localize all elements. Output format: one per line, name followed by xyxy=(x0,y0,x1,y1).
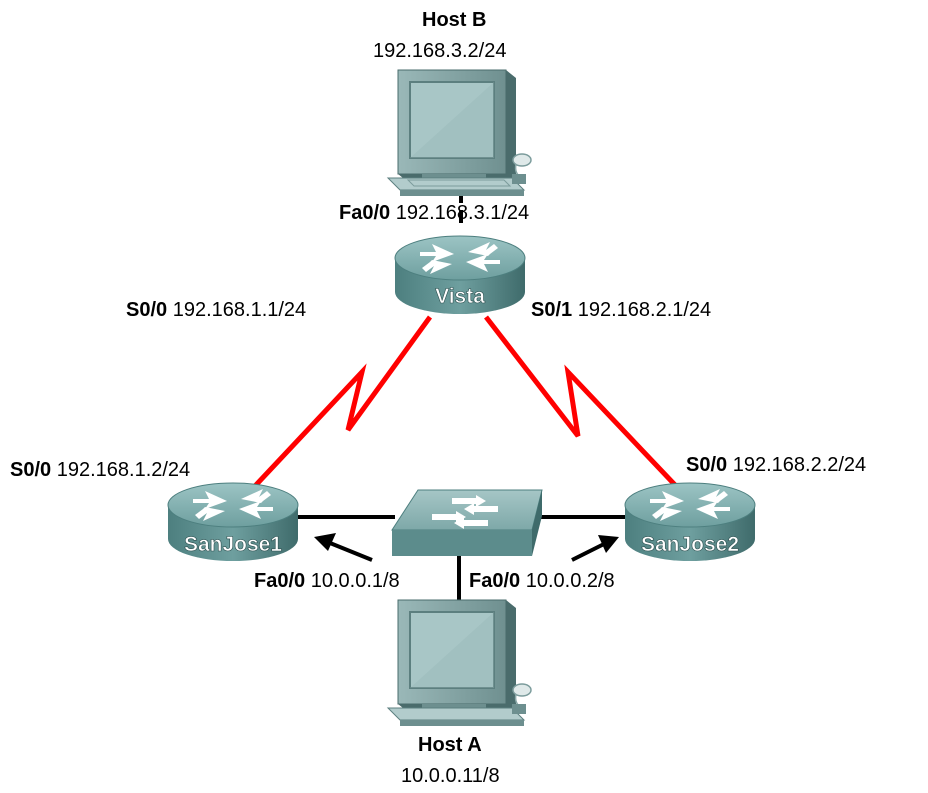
sanjose1-s00-label: S0/0 192.168.1.2/24 xyxy=(10,460,190,480)
host-a-ip: 10.0.0.11/8 xyxy=(401,765,500,787)
host-b-computer-icon xyxy=(386,69,532,196)
router-sanjose1-label: SanJose1 xyxy=(184,533,282,556)
sanjose1-s00-iface: S0/0 xyxy=(10,459,52,481)
router-vista-label: Vista xyxy=(435,285,485,308)
serial-link-vista-sanjose2 xyxy=(484,315,678,488)
serial-links xyxy=(253,315,678,488)
router-vista-icon: Vista xyxy=(394,235,526,314)
vista-s00-iface: S0/0 xyxy=(126,299,168,321)
serial-link-vista-sanjose1 xyxy=(253,315,433,488)
sanjose2-fa0-iface: Fa0/0 xyxy=(469,570,521,592)
vista-fa0-label: Fa0/0 192.168.3.1/24 xyxy=(339,203,529,223)
arrow-fa0-sanjose1 xyxy=(314,533,373,562)
host-a-name: Host A xyxy=(418,734,482,756)
sanjose1-fa0-iface: Fa0/0 xyxy=(254,570,306,592)
vista-s00-label: S0/0 192.168.1.1/24 xyxy=(126,300,306,320)
router-sanjose1-icon: SanJose1 xyxy=(167,482,299,561)
vista-s01-label: S0/1 192.168.2.1/24 xyxy=(531,300,711,320)
sanjose2-s00-iface: S0/0 xyxy=(686,454,728,476)
sanjose2-fa0-label: Fa0/0 10.0.0.2/8 xyxy=(469,571,615,591)
vista-fa0-iface: Fa0/0 xyxy=(339,202,391,224)
host-a-computer-icon xyxy=(386,599,532,726)
host-b-name: Host B xyxy=(422,9,487,31)
sanjose1-fa0-label: Fa0/0 10.0.0.1/8 xyxy=(254,571,400,591)
sanjose1-s00-ip: 192.168.1.2/24 xyxy=(56,459,191,481)
vista-s01-ip: 192.168.2.1/24 xyxy=(577,299,712,321)
sanjose2-s00-ip: 192.168.2.2/24 xyxy=(732,454,867,476)
host-b-ip: 192.168.3.2/24 xyxy=(373,40,507,62)
vista-s00-ip: 192.168.1.1/24 xyxy=(172,299,307,321)
vista-fa0-ip: 192.168.3.1/24 xyxy=(395,202,530,224)
vista-s01-iface: S0/1 xyxy=(531,299,573,321)
switch-icon xyxy=(391,489,543,556)
router-sanjose2-label: SanJose2 xyxy=(641,533,739,556)
arrow-fa0-sanjose2 xyxy=(571,535,619,562)
sanjose2-s00-label: S0/0 192.168.2.2/24 xyxy=(686,455,866,475)
router-sanjose2-icon: SanJose2 xyxy=(624,482,756,561)
sanjose2-fa0-ip: 10.0.0.2/8 xyxy=(525,570,615,592)
sanjose1-fa0-ip: 10.0.0.1/8 xyxy=(310,570,400,592)
